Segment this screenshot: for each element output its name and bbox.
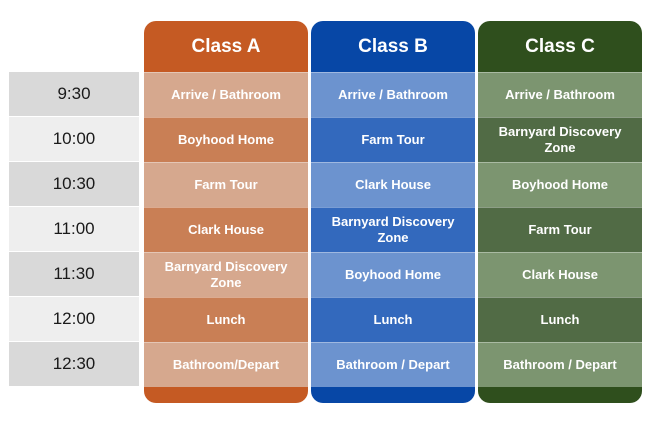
class-a-header: Class A <box>144 21 308 72</box>
time-column: 9:30 10:00 10:30 11:00 11:30 12:00 12:30 <box>9 72 139 387</box>
schedule-cell: Arrive / Bathroom <box>144 72 308 117</box>
time-slot: 12:30 <box>9 342 139 387</box>
schedule-cell: Bathroom/Depart <box>144 342 308 387</box>
schedule-cell: Farm Tour <box>144 162 308 207</box>
schedule-cell: Lunch <box>478 297 642 342</box>
class-c-footer <box>478 387 642 403</box>
class-b-column: Class B Arrive / Bathroom Farm Tour Clar… <box>311 21 475 403</box>
schedule-cell: Clark House <box>144 207 308 252</box>
schedule-cell: Arrive / Bathroom <box>478 72 642 117</box>
time-slot: 10:00 <box>9 117 139 162</box>
class-b-footer <box>311 387 475 403</box>
class-a-column: Class A Arrive / Bathroom Boyhood Home F… <box>144 21 308 403</box>
schedule-cell: Farm Tour <box>478 207 642 252</box>
time-slot: 11:00 <box>9 207 139 252</box>
schedule-cell: Clark House <box>478 252 642 297</box>
schedule-cell: Clark House <box>311 162 475 207</box>
class-a-footer <box>144 387 308 403</box>
class-b-header: Class B <box>311 21 475 72</box>
schedule-cell: Bathroom / Depart <box>478 342 642 387</box>
class-c-column: Class C Arrive / Bathroom Barnyard Disco… <box>478 21 642 403</box>
schedule-cell: Boyhood Home <box>478 162 642 207</box>
schedule-cell: Boyhood Home <box>144 117 308 162</box>
time-slot: 10:30 <box>9 162 139 207</box>
schedule-cell: Barnyard Discovery Zone <box>144 252 308 297</box>
schedule-cell: Lunch <box>144 297 308 342</box>
schedule-cell: Boyhood Home <box>311 252 475 297</box>
schedule-cell: Lunch <box>311 297 475 342</box>
schedule-cell: Farm Tour <box>311 117 475 162</box>
time-slot: 9:30 <box>9 72 139 117</box>
schedule-cell: Barnyard Discovery Zone <box>478 117 642 162</box>
time-slot: 12:00 <box>9 297 139 342</box>
time-slot: 11:30 <box>9 252 139 297</box>
schedule-cell: Bathroom / Depart <box>311 342 475 387</box>
schedule-cell: Arrive / Bathroom <box>311 72 475 117</box>
schedule-cell: Barnyard Discovery Zone <box>311 207 475 252</box>
class-c-header: Class C <box>478 21 642 72</box>
